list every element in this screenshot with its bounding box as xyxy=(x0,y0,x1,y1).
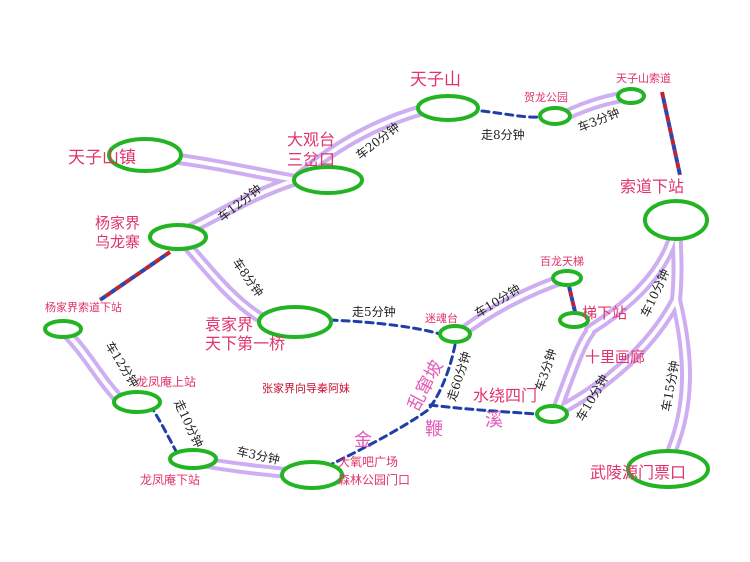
station-longfeng-upper[interactable] xyxy=(112,390,162,414)
stations xyxy=(43,87,710,490)
station-elevator-lower[interactable] xyxy=(558,311,590,329)
time-walk-60: 走60分钟 xyxy=(444,350,474,403)
station-mihun-tai[interactable] xyxy=(438,324,472,344)
station-labels: 天子山镇 大观台 三岔口 天子山 贺龙公园 天子山索道 索道下站 杨家界 乌龙寨… xyxy=(45,70,686,487)
walk-path-yuanjia-mihun xyxy=(328,318,442,336)
time-walk-5: 走5分钟 xyxy=(352,304,396,319)
elevator-blue xyxy=(566,281,578,317)
time-walk-10: 走10分钟 xyxy=(171,397,206,450)
time-bus-12-upper: 车12分钟 xyxy=(215,181,265,224)
station-cableway-lower[interactable] xyxy=(643,199,709,241)
label-elevator-lower: 梯下站 xyxy=(582,304,627,322)
station-shuirao-simen[interactable] xyxy=(535,404,569,424)
station-tianzishan-cableway[interactable] xyxy=(616,87,646,105)
station-daguantai[interactable] xyxy=(292,165,364,195)
station-tianzishan-town[interactable] xyxy=(107,137,183,173)
route-core xyxy=(61,94,688,477)
station-wulingyuan-gate[interactable] xyxy=(626,449,710,489)
station-longfeng-lower[interactable] xyxy=(168,448,218,470)
station-bailong-elevator[interactable] xyxy=(551,269,583,287)
label-daguantai-1: 大观台 xyxy=(287,130,335,149)
label-jinbian-1: 金 xyxy=(354,430,372,451)
label-bailong-elevator: 百龙天梯 xyxy=(540,255,584,268)
label-jinbian-2: 鞭 xyxy=(425,419,443,440)
label-oxygen-bar-1: 大氧吧广场 xyxy=(338,455,398,469)
label-tianzishan-town: 天子山镇 xyxy=(68,148,136,168)
label-cableway-lower: 索道下站 xyxy=(620,177,684,196)
walk-path-longfeng xyxy=(148,403,180,457)
label-jinbian-3: 溪 xyxy=(485,410,503,431)
station-yangjiajie[interactable] xyxy=(148,223,208,251)
label-longfeng-lower: 龙凤庵下站 xyxy=(140,472,200,487)
cableway-tianzi-blue xyxy=(660,91,682,176)
label-daguantai-2: 三岔口 xyxy=(287,150,335,169)
label-yangjiajie-1: 杨家界 xyxy=(95,214,140,232)
walk-path-stream xyxy=(428,403,538,416)
cableways xyxy=(98,91,682,317)
label-yuanjiajie-1: 袁家界 xyxy=(205,315,253,334)
label-yangjiajie-2: 乌龙寨 xyxy=(95,233,140,251)
guide-credit: 张家界向导秦阿妹 xyxy=(262,381,350,395)
walk-path-golden-whip xyxy=(328,343,457,467)
label-mihun-tai: 迷魂台 xyxy=(425,311,458,325)
label-shili-hualang: 十里画廊 xyxy=(585,348,645,366)
label-longfeng-upper: 龙凤庵上站 xyxy=(136,374,196,389)
walk-path-tianzi-helong xyxy=(468,108,542,119)
station-yangjiajie-cableway[interactable] xyxy=(43,319,83,339)
label-tianzishan: 天子山 xyxy=(410,70,461,90)
label-yangjiajie-cableway: 杨家界索道下站 xyxy=(45,300,122,314)
label-oxygen-bar-2: 森林公园门口 xyxy=(338,472,410,487)
label-wulingyuan-gate: 武陵源门票口 xyxy=(590,463,686,482)
cableway-tianzi-red xyxy=(660,91,682,176)
cableway-yangjia-red xyxy=(98,250,172,302)
time-walk-8: 走8分钟 xyxy=(481,127,525,142)
station-helong-park[interactable] xyxy=(538,106,572,126)
station-oxygen-bar[interactable] xyxy=(280,460,344,490)
label-tianzishan-cableway: 天子山索道 xyxy=(616,71,671,85)
station-tianzishan[interactable] xyxy=(416,94,480,122)
label-helong-park: 贺龙公园 xyxy=(524,91,568,104)
cableway-yangjia-blue xyxy=(98,250,172,302)
label-shuirao-simen: 水绕四门 xyxy=(473,386,537,405)
station-yuanjiajie[interactable] xyxy=(257,305,333,339)
label-yuanjiajie-2: 天下第一桥 xyxy=(205,334,285,353)
time-bus-3-right: 车3分钟 xyxy=(532,347,560,393)
